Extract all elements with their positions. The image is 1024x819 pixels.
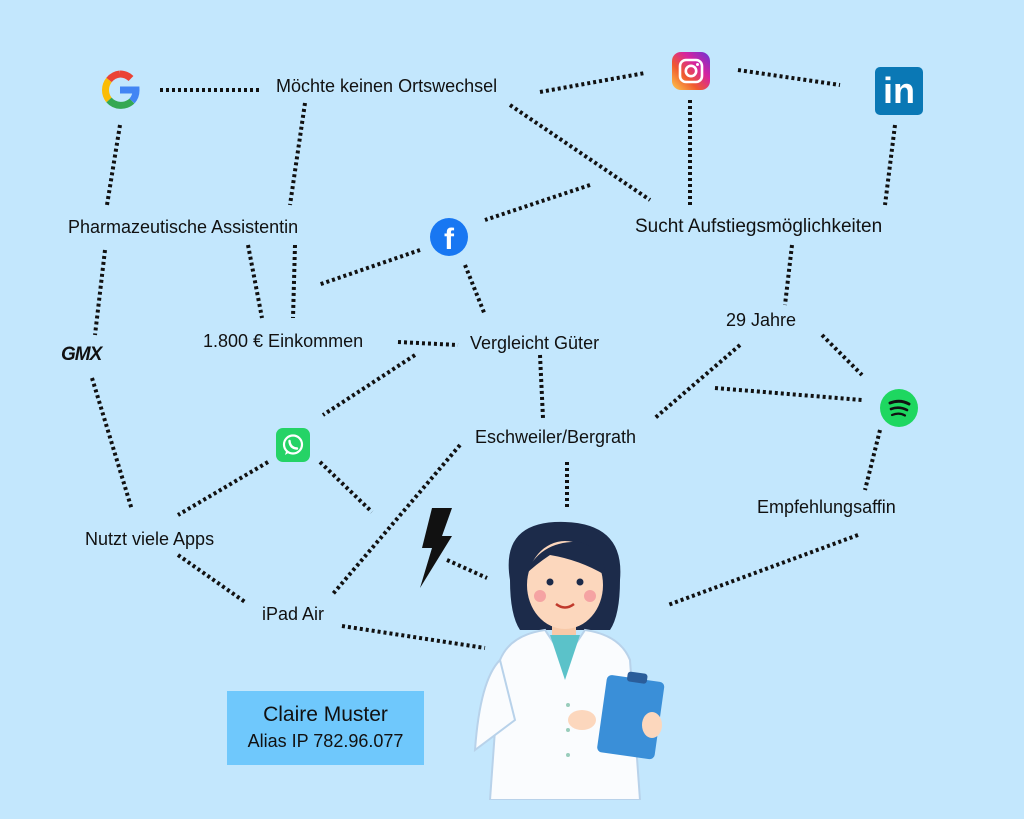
node-vergleicht: Vergleicht Güter xyxy=(470,333,600,353)
node-ipad: iPad Air xyxy=(262,604,325,624)
node-apps: Nutzt viele Apps xyxy=(85,529,215,549)
node-alter: 29 Jahre xyxy=(726,310,797,330)
connection-line xyxy=(318,460,374,514)
connection-line xyxy=(667,533,859,607)
linkedin-icon: in xyxy=(875,67,923,115)
connection-line xyxy=(538,354,545,419)
node-ortswechsel: Möchte keinen Ortswechsel xyxy=(276,76,498,96)
pharmacist-illustration xyxy=(470,520,680,805)
connection-line xyxy=(863,429,882,491)
connection-line xyxy=(446,558,488,580)
connection-line xyxy=(539,71,646,94)
connection-line xyxy=(291,244,297,319)
connection-line xyxy=(330,443,462,597)
instagram-icon xyxy=(672,52,710,90)
connection-line xyxy=(737,68,841,87)
connection-line xyxy=(714,386,863,402)
connection-line xyxy=(246,244,264,319)
persona-name: Claire Muster xyxy=(263,703,388,726)
connection-line xyxy=(317,248,421,287)
connection-line xyxy=(508,103,652,202)
connection-line xyxy=(176,553,247,604)
connection-line xyxy=(820,333,864,377)
google-icon xyxy=(100,70,140,110)
connection-line xyxy=(288,102,307,206)
connection-line xyxy=(653,343,742,420)
node-empfehlung: Empfehlungsaffin xyxy=(757,497,896,517)
connection-line xyxy=(105,124,122,206)
connection-line xyxy=(484,183,591,222)
node-aufstieg: Sucht Aufstiegsmöglichkeiten xyxy=(635,216,883,237)
lightning-bolt-icon xyxy=(418,508,454,593)
spotify-icon xyxy=(880,389,918,427)
connection-line xyxy=(90,377,134,511)
connection-line xyxy=(397,340,459,347)
facebook-icon: f xyxy=(430,218,468,256)
connection-line xyxy=(463,264,487,316)
gmx-icon: GMX xyxy=(61,344,102,365)
node-ort: Eschweiler/Bergrath xyxy=(475,427,637,447)
connection-line xyxy=(321,353,417,417)
node-pharma: Pharmazeutische Assistentin xyxy=(68,217,299,237)
connection-line xyxy=(93,249,107,336)
connection-line xyxy=(176,460,270,517)
whatsapp-icon xyxy=(276,428,310,462)
connection-line xyxy=(341,624,486,650)
node-einkommen: 1.800 € Einkommen xyxy=(203,331,364,351)
persona-alias: Alias IP 782.96.077 xyxy=(247,731,404,751)
connection-line xyxy=(883,124,897,206)
persona-name-box: Claire Muster Alias IP 782.96.077 xyxy=(227,691,424,765)
connection-line xyxy=(783,244,794,306)
